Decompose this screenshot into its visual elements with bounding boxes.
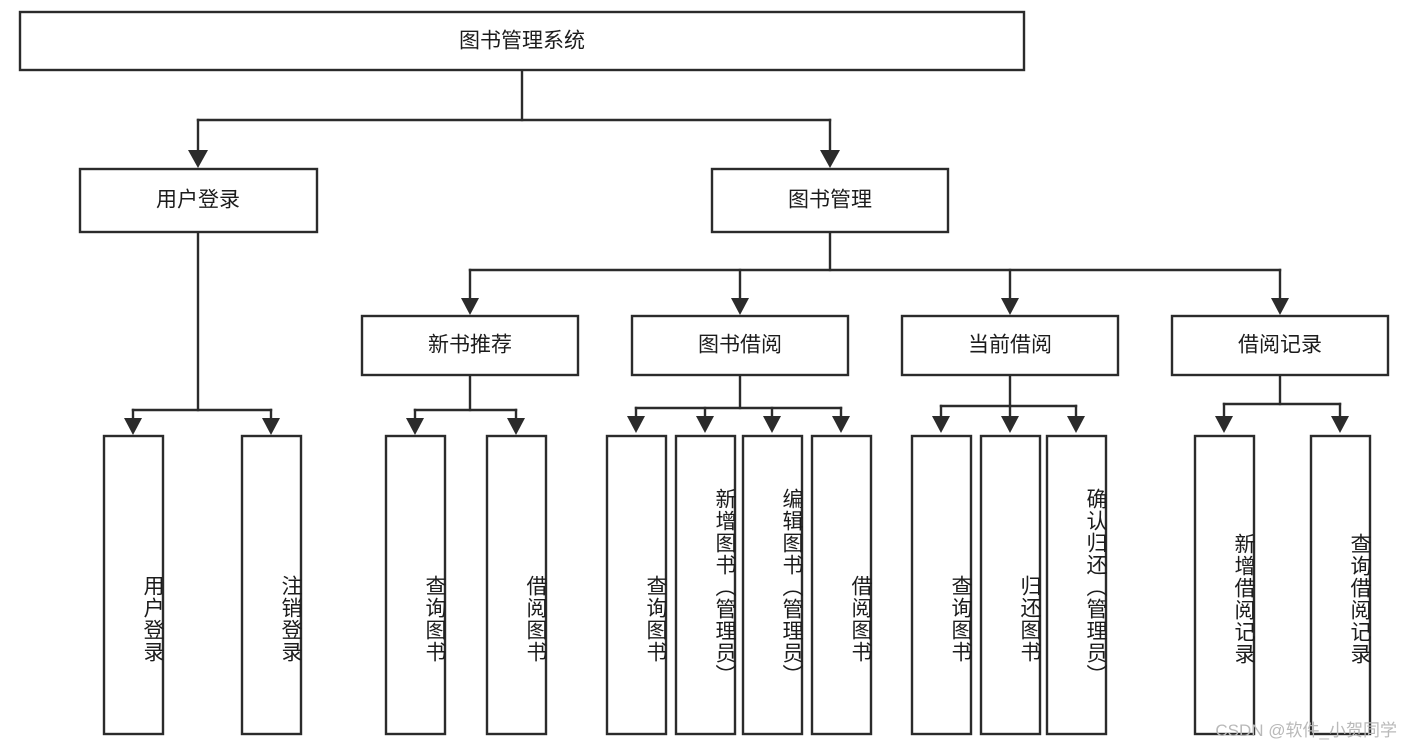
connector-group-root — [188, 68, 840, 168]
node-root-box[interactable] — [18, 10, 1026, 72]
leaf-boxes-group — [102, 434, 1372, 736]
arrow-to-leaf-edit-book — [763, 416, 781, 433]
node-user-login[interactable]: 用户登录 — [78, 167, 319, 234]
arrow-to-book-borrow — [731, 298, 749, 315]
node-borrow-record-box[interactable] — [1170, 314, 1390, 377]
arrow-to-leaf-query-book-1 — [406, 418, 424, 435]
node-leaf-borrow-book-2-box[interactable] — [810, 434, 873, 736]
arrow-to-leaf-borrow-book-2 — [832, 416, 850, 433]
node-new-book-recommend[interactable]: 新书推荐 — [360, 314, 580, 377]
node-current-borrow-box[interactable] — [900, 314, 1120, 377]
connector-group-book-borrow — [627, 373, 850, 433]
node-leaf-edit-book-box[interactable] — [741, 434, 804, 736]
connector-group-book-management — [461, 230, 1289, 315]
node-leaf-user-logout-box[interactable] — [240, 434, 303, 736]
arrow-to-leaf-user-logout — [262, 418, 280, 435]
arrow-to-leaf-add-book — [696, 416, 714, 433]
node-borrow-record-label: 借阅记录 — [1238, 334, 1322, 357]
node-leaf-query-book-2-box[interactable] — [605, 434, 668, 736]
node-book-borrow-label: 图书借阅 — [698, 334, 782, 357]
node-leaf-add-book-box[interactable] — [674, 434, 737, 736]
node-root-label: 图书管理系统 — [459, 30, 585, 53]
arrow-to-leaf-query-borrow-record — [1331, 416, 1349, 433]
arrow-to-new-book-recommend — [461, 298, 479, 315]
node-leaf-query-book-1-box[interactable] — [384, 434, 447, 736]
arrow-to-leaf-add-borrow-record — [1215, 416, 1233, 433]
node-current-borrow-label: 当前借阅 — [968, 334, 1052, 357]
connector-group-new-book-recommend — [406, 373, 525, 435]
node-leaf-user-login-box[interactable] — [102, 434, 165, 736]
node-current-borrow[interactable]: 当前借阅 — [900, 314, 1120, 377]
arrow-to-current-borrow — [1001, 298, 1019, 315]
node-new-book-recommend-box[interactable] — [360, 314, 580, 377]
connector-group-borrow-record — [1215, 373, 1349, 433]
arrow-to-leaf-borrow-book-1 — [507, 418, 525, 435]
node-new-book-recommend-label: 新书推荐 — [428, 334, 512, 357]
arrow-to-leaf-user-login — [124, 418, 142, 435]
node-leaf-add-borrow-record-box[interactable] — [1193, 434, 1256, 736]
node-leaf-query-book-3-box[interactable] — [910, 434, 973, 736]
node-book-management[interactable]: 图书管理 — [710, 167, 950, 234]
node-leaf-borrow-book-1-box[interactable] — [485, 434, 548, 736]
node-borrow-record[interactable]: 借阅记录 — [1170, 314, 1390, 377]
arrow-to-user-login — [188, 150, 208, 168]
node-root[interactable]: 图书管理系统 — [18, 10, 1026, 72]
node-leaf-confirm-return-box[interactable] — [1045, 434, 1108, 736]
arrow-to-leaf-query-book-2 — [627, 416, 645, 433]
connector-group-current-borrow — [932, 373, 1085, 433]
node-leaf-return-book-box[interactable] — [979, 434, 1042, 736]
csdn-watermark: CSDN @软件_小贺同学 — [1215, 721, 1397, 740]
node-book-borrow[interactable]: 图书借阅 — [630, 314, 850, 377]
node-book-borrow-box[interactable] — [630, 314, 850, 377]
arrow-to-leaf-return-book — [1001, 416, 1019, 433]
arrow-to-book-management — [820, 150, 840, 168]
node-user-login-label: 用户登录 — [156, 189, 240, 212]
arrow-to-leaf-query-book-3 — [932, 416, 950, 433]
arrow-to-borrow-record — [1271, 298, 1289, 315]
arrow-to-leaf-confirm-return — [1067, 416, 1085, 433]
connector-group-user-login — [124, 230, 280, 435]
node-book-management-label: 图书管理 — [788, 189, 872, 212]
node-leaf-query-borrow-record-box[interactable] — [1309, 434, 1372, 736]
node-book-management-box[interactable] — [710, 167, 950, 234]
node-user-login-box[interactable] — [78, 167, 319, 234]
